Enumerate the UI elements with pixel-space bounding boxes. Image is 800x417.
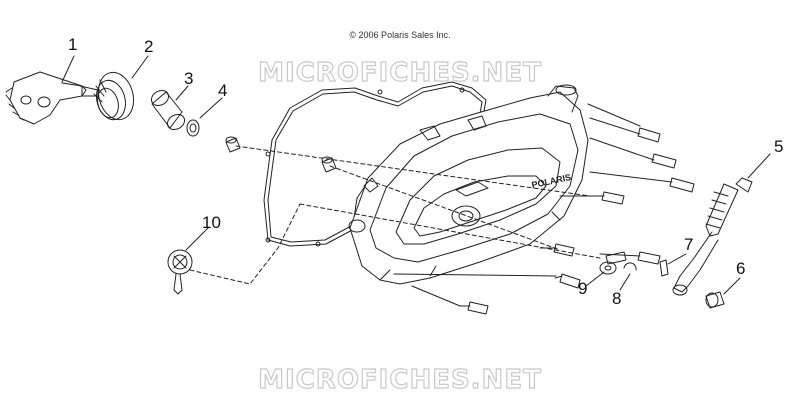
part-4-washer [186, 119, 200, 137]
part-1-kickstart-gear [5, 71, 99, 125]
callout-leaders [61, 55, 771, 295]
part-2-seal [93, 71, 135, 121]
part-6-cap [705, 291, 725, 309]
part-7-bolt [659, 259, 669, 277]
callout-5: 5 [774, 137, 784, 156]
callout-6: 6 [736, 259, 746, 278]
watermark-bottom: MICROFICHES.NET [258, 364, 542, 395]
dowel-pins [225, 136, 337, 173]
callout-3: 3 [184, 69, 194, 88]
leader-lines [189, 145, 601, 285]
part-9-washer [599, 261, 617, 275]
callout-1: 1 [68, 35, 78, 54]
part-10-plug [167, 249, 193, 295]
callout-10: 10 [202, 213, 221, 232]
callout-9: 9 [578, 279, 588, 298]
solid-leaders [393, 103, 641, 307]
callout-2: 2 [144, 37, 154, 56]
watermark-top: MICROFICHES.NET [258, 57, 542, 88]
callout-4: 4 [218, 81, 228, 100]
part-3-bushing [150, 89, 186, 131]
part-5-kick-lever [672, 177, 753, 296]
callout-8: 8 [612, 289, 622, 308]
callout-7: 7 [684, 235, 694, 254]
copyright-notice: © 2006 Polaris Sales Inc. [349, 30, 451, 40]
left-crankcase-cover [348, 84, 589, 285]
part-8-clip [623, 262, 637, 271]
